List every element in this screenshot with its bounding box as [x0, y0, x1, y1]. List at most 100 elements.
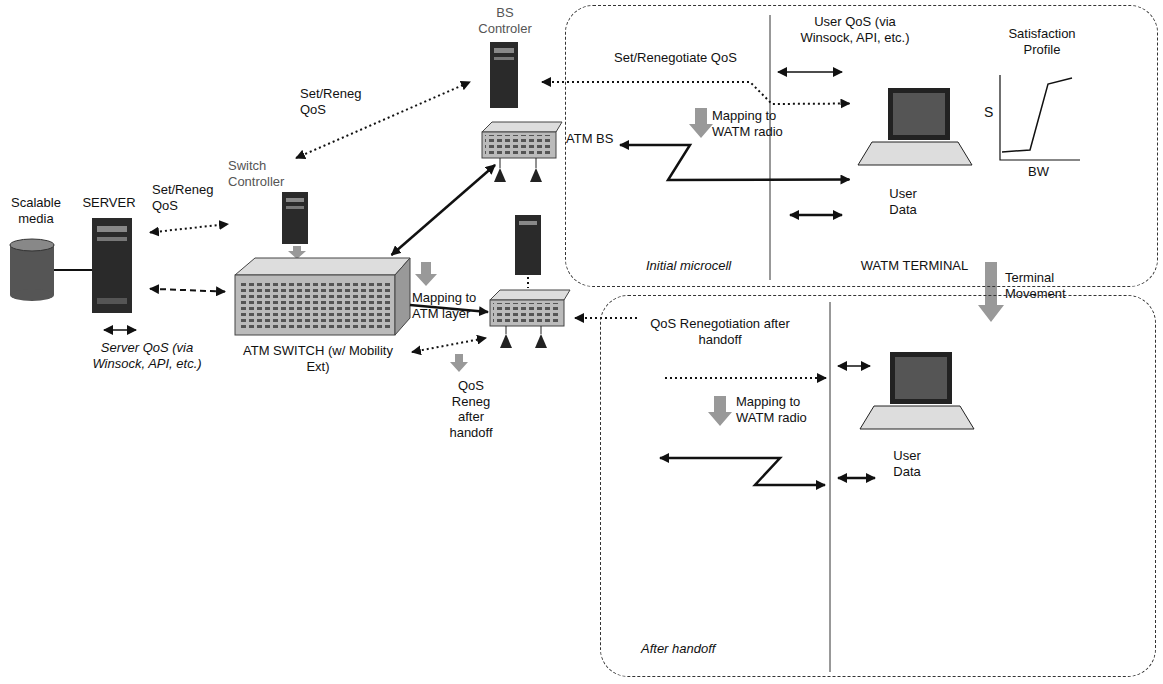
handoff-atm-bs-box	[535, 334, 547, 348]
user-arrows	[838, 477, 875, 480]
media-store: Scalable media	[4, 195, 70, 310]
edge-label: Set/Reneg QoS	[150, 182, 224, 213]
handoff-atm-bs-box	[493, 303, 561, 323]
radio-mapping-arrow	[689, 108, 713, 138]
media-cylinder	[10, 289, 54, 301]
handoff-links	[575, 317, 640, 319]
handoff-links	[412, 338, 486, 352]
handoff-links	[450, 354, 468, 372]
node-text: ATM SWITCH (w/ Mobility Ext)	[243, 343, 393, 374]
node-text: Switch Controller	[228, 158, 288, 189]
handoff-atm-bs-box	[490, 300, 564, 326]
atm-switch-box	[235, 258, 410, 335]
handoff-links	[660, 458, 825, 485]
microcell-region: Initial microcell WATM TERMINAL	[565, 5, 1158, 287]
atm-bs-box	[536, 158, 537, 168]
media-cylinder	[10, 245, 54, 295]
handoff-links	[410, 305, 826, 485]
node-text: WATM TERMINAL	[850, 258, 980, 274]
connector	[542, 82, 850, 104]
atm-switch-box	[235, 258, 410, 275]
server-qos-arrow	[104, 330, 136, 331]
annotation-label: QoS Renegotiation after handoff	[650, 316, 790, 347]
satisfaction-graph	[1000, 75, 1080, 160]
terminal-node: WATM TERMINAL	[850, 78, 982, 278]
connector	[392, 165, 496, 255]
node-text: Initial microcell	[646, 258, 806, 274]
handoff-atm-bs-box	[490, 290, 570, 348]
atm-switch-box	[235, 275, 395, 335]
edge-label: Set/Renegotiate QoS	[612, 50, 766, 66]
atm-bs-box	[530, 168, 542, 182]
media-cylinder	[10, 239, 92, 301]
atm-bs-box	[482, 122, 562, 132]
server-node: SERVER	[70, 195, 150, 320]
bs-controller-tower	[490, 42, 518, 108]
bs-controller-tower	[494, 48, 514, 53]
annotation-label: Mapping to WATM radio	[736, 394, 820, 425]
terminal-separator	[770, 15, 830, 672]
handoff-atm-bs-box	[500, 334, 512, 348]
connector	[296, 82, 470, 158]
handoff-atm-bs-box	[541, 326, 542, 334]
handoff-links	[708, 396, 732, 426]
atm-switch-box	[240, 280, 390, 330]
laptop-icon	[860, 406, 974, 429]
annotation-label: User Data	[876, 186, 930, 217]
base-station-node: ATM BS	[478, 115, 620, 165]
laptop-icon	[858, 142, 972, 165]
annotation-label: BW	[1028, 164, 1058, 180]
switch-controller-tower	[282, 192, 308, 244]
controller-node: BS Controler	[470, 5, 542, 115]
node-text: BS Controler	[470, 5, 540, 36]
annotation-label: User QoS (via Winsock, API, etc.)	[788, 14, 922, 45]
handoff-region: After handoff	[600, 295, 1156, 677]
laptop-icon	[895, 357, 947, 399]
atm-bs-box	[485, 135, 553, 155]
annotation-label: QoS Reneg after handoff	[438, 378, 504, 440]
laptop-icon	[890, 352, 952, 404]
atm-bs-box	[482, 122, 562, 182]
media-cylinder	[10, 239, 54, 251]
connector	[620, 145, 850, 180]
switch-controller-tower	[286, 206, 304, 209]
radio-mapping-arrow	[689, 108, 713, 138]
terminal-movement-arrow	[978, 262, 1004, 322]
handoff-bs-controller-tower	[527, 277, 529, 288]
annotation-label: Satisfaction Profile	[998, 26, 1086, 57]
node-text: SERVER	[70, 195, 148, 211]
handoff-atm-bs-box	[506, 326, 507, 334]
user-arrows	[790, 214, 842, 217]
satisfaction-graph	[1002, 78, 1072, 152]
annotation-label: Mapping to ATM layer	[412, 290, 490, 321]
user-arrows	[778, 71, 842, 73]
server-tower	[97, 226, 127, 232]
satisfaction-graph	[1000, 75, 1080, 160]
atm-switch-box	[395, 258, 410, 335]
bs-controller-tower	[494, 57, 514, 60]
handoff-bs-controller-tower	[515, 215, 541, 288]
edge-label: Set/Reneg QoS	[298, 86, 368, 117]
terminal-separator	[770, 15, 771, 280]
annotation-label: Server QoS (via Winsock, API, etc.)	[92, 340, 202, 371]
user-arrows	[838, 365, 870, 367]
handoff-atm-bs-box	[490, 290, 570, 300]
terminal-movement-arrow	[978, 262, 1004, 322]
server-tower	[97, 237, 127, 241]
switch-controller-tower	[282, 192, 308, 244]
handoff-bs-controller-tower	[515, 215, 541, 275]
mapping-block-arrow	[415, 262, 437, 286]
server-tower	[97, 298, 127, 304]
atm-bs-box	[482, 132, 556, 158]
switch-controller-tower	[286, 198, 304, 202]
media-cylinder	[54, 269, 92, 271]
server-tower	[92, 218, 132, 313]
terminal-separator	[830, 302, 831, 672]
connector	[150, 289, 225, 292]
atm-bs-box	[494, 168, 506, 182]
annotation-label: Terminal Movement	[1005, 270, 1079, 301]
controller-node: Switch Controller	[228, 158, 310, 246]
laptop-icon	[888, 88, 950, 140]
